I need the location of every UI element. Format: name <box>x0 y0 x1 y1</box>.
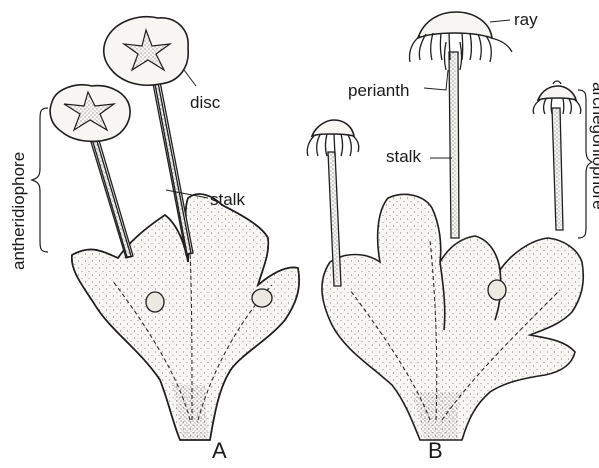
label-figure-b: B <box>428 438 443 463</box>
gemma-cup-a-right <box>252 289 272 307</box>
label-stalk-b: stalk <box>386 147 421 166</box>
label-disc: disc <box>190 93 221 112</box>
antheridial-disc-2 <box>104 17 189 85</box>
label-figure-a: A <box>212 438 227 463</box>
label-perianth: perianth <box>348 81 409 100</box>
figure-a-male-thallus: disc stalk antheridiophore A <box>9 17 299 463</box>
label-stalk-a: stalk <box>210 190 245 209</box>
label-antheridiophore: antheridiophore <box>9 152 28 270</box>
archegoniophore-head-central <box>409 12 512 70</box>
gemma-cup-a-left <box>146 292 164 312</box>
label-ray: ray <box>514 10 538 29</box>
antheridiophore-brace <box>32 108 48 252</box>
archegoniophore-head-left <box>307 120 359 156</box>
label-archegoniophore: archegoniophore <box>589 82 599 210</box>
gemma-cup-b <box>488 280 506 300</box>
figure-b-female-thallus: ray perianth stalk archegoniophore B <box>307 10 599 463</box>
antheridial-disc-1 <box>50 85 130 142</box>
